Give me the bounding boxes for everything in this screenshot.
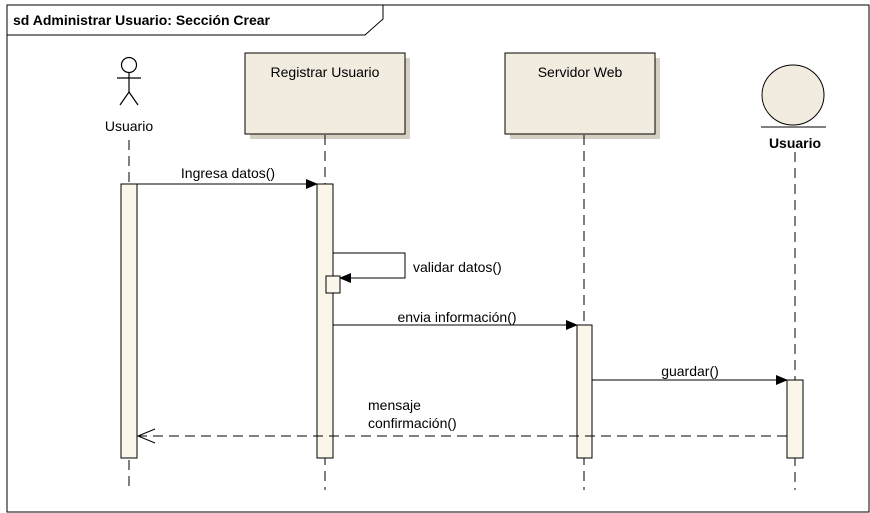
activation-actor [120, 183, 138, 459]
message-mensaje-confirmacion: mensaje confirmación() [136, 397, 787, 444]
entity-icon [761, 64, 826, 128]
frame-title: sd Administrar Usuario: Sección Crear [13, 12, 271, 28]
message-label: validar datos() [413, 259, 502, 275]
diagram-frame: sd Administrar Usuario: Sección Crear [6, 4, 870, 513]
lifeline-box [504, 52, 656, 135]
message-guardar: guardar() [592, 363, 788, 385]
actor-label: Usuario [105, 118, 153, 134]
message-label: Ingresa datos() [181, 165, 275, 181]
stick-figure-icon [117, 56, 141, 106]
activation-bars [120, 183, 804, 459]
activation-registrar [316, 183, 334, 459]
message-label-line2: confirmación() [368, 415, 457, 431]
message-label: guardar() [661, 363, 719, 379]
actor-usuario: Usuario [105, 56, 153, 134]
frame-border [6, 4, 870, 513]
entity-label: Usuario [769, 135, 821, 151]
activation-self-call [325, 275, 341, 294]
lifeline-servidor-web: Servidor Web [504, 52, 660, 139]
lifeline-label: Registrar Usuario [271, 64, 380, 80]
message-envia-informacion: envia información() [333, 309, 578, 330]
message-validar-datos: validar datos() [333, 252, 502, 283]
lifeline-label: Servidor Web [538, 64, 623, 80]
return-arrow-head [136, 428, 156, 444]
lifeline-registrar-usuario: Registrar Usuario [244, 52, 410, 139]
activation-servidor [576, 324, 593, 459]
message-arrow [333, 252, 406, 283]
message-label: envia información() [397, 309, 516, 325]
entity-usuario: Usuario [761, 64, 826, 151]
activation-entity [786, 379, 804, 459]
frame-title-tab [7, 5, 384, 36]
lifeline-box [244, 52, 406, 135]
message-ingresa-datos: Ingresa datos() [137, 165, 318, 189]
message-label-line1: mensaje [368, 397, 421, 413]
